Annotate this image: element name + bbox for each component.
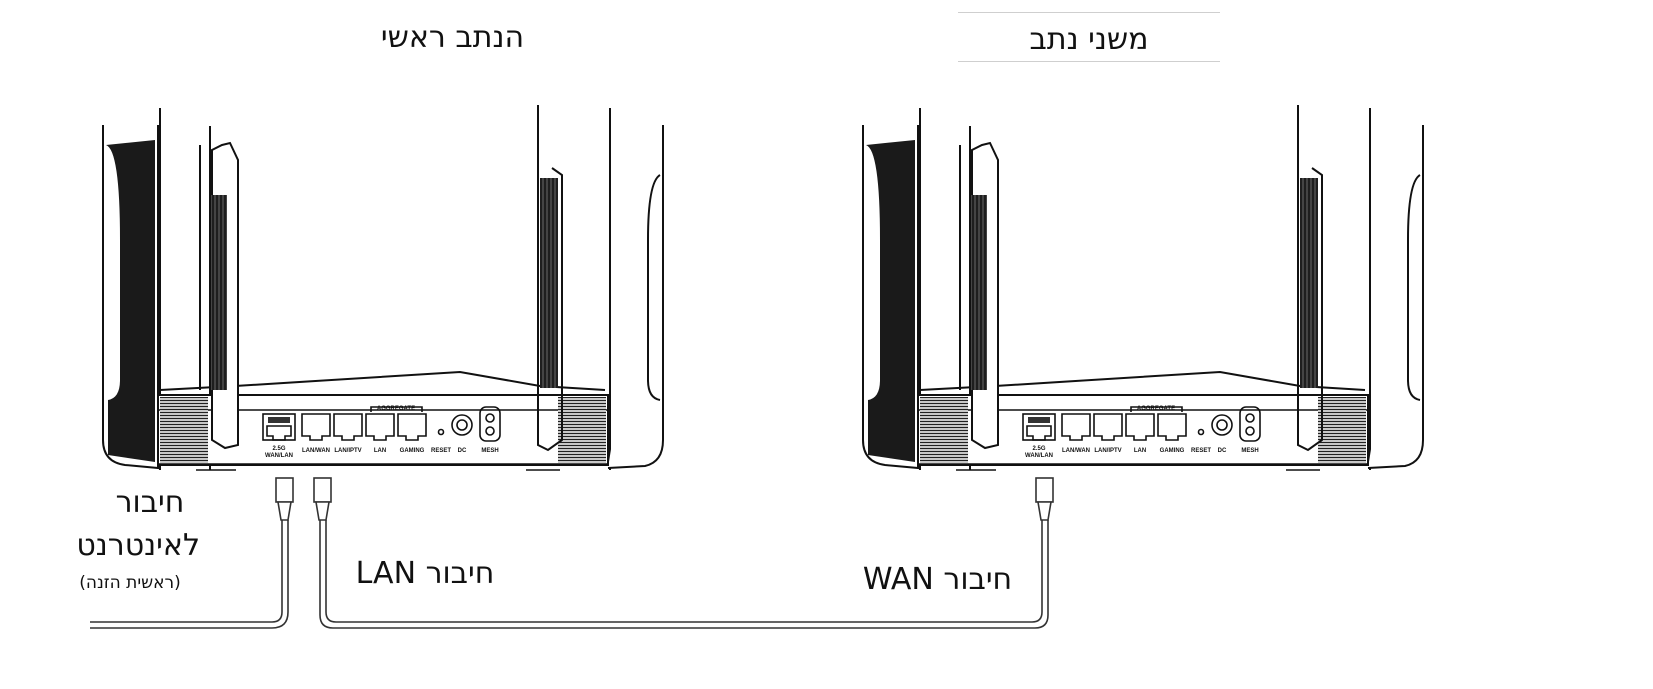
internet-label-line1: חיבור <box>115 485 185 520</box>
secondary-router-title: משני נתב <box>1029 22 1149 57</box>
lan-connection-label: חיבור LAN <box>355 556 495 591</box>
port-label-gaming: GAMING <box>400 448 425 454</box>
port-label-wan-lan: WAN/LAN <box>1025 453 1053 459</box>
port-label-2-5g: 2.5G <box>272 446 285 452</box>
port-label-lan-iptv: LAN/IPTV <box>1094 448 1121 454</box>
port-label-lan: LAN <box>374 448 386 454</box>
lan-wan-cable <box>319 520 1049 629</box>
aggregate-label: AGGREGATE <box>377 406 415 412</box>
lan-plug <box>313 477 332 521</box>
wan-plug <box>1035 477 1054 521</box>
port-label-lan-wan: LAN/WAN <box>302 448 330 454</box>
port-label-reset: RESET <box>431 448 451 454</box>
internet-plug <box>275 477 294 521</box>
wan-connection-label: חיבור WAN <box>862 562 1013 597</box>
internet-cable <box>90 520 289 629</box>
main-router <box>102 104 664 471</box>
port-label-gaming: GAMING <box>1160 448 1185 454</box>
secondary-router <box>862 104 1424 471</box>
port-label-mesh: MESH <box>1241 448 1258 454</box>
port-label-mesh: MESH <box>481 448 498 454</box>
port-label-dc: DC <box>458 448 467 454</box>
internet-note: (ראשית הזנה) <box>79 573 181 593</box>
internet-label-line2: לאינטרנט <box>76 528 200 563</box>
port-label-wan-lan: WAN/LAN <box>265 453 293 459</box>
main-router-title: הנתב ראשי <box>380 20 525 55</box>
title-divider-bottom <box>958 61 1220 62</box>
aggregate-label: AGGREGATE <box>1137 406 1175 412</box>
port-label-2-5g: 2.5G <box>1032 446 1045 452</box>
port-label-lan-iptv: LAN/IPTV <box>334 448 361 454</box>
port-label-reset: RESET <box>1191 448 1211 454</box>
port-label-lan-wan: LAN/WAN <box>1062 448 1090 454</box>
title-divider-top <box>958 12 1220 13</box>
port-label-lan: LAN <box>1134 448 1146 454</box>
port-label-dc: DC <box>1218 448 1227 454</box>
